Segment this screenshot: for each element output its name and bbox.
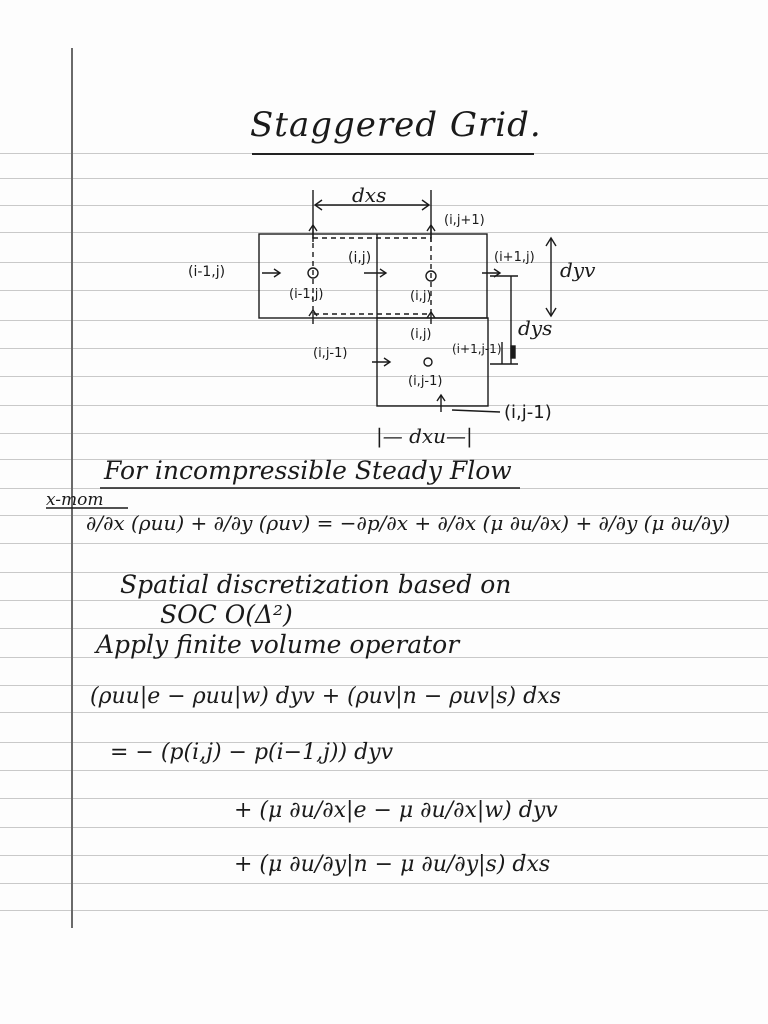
upper-cell-outline (258, 233, 488, 319)
xmom-label: x-mom (46, 490, 104, 510)
dyv-label: dyv (560, 258, 596, 282)
ruled-line (0, 742, 768, 743)
discrete-equation-3: + (μ ∂u/∂x|e − μ ∂u/∂x|w) dyv (234, 798, 558, 823)
soc-line: SOC O(Δ²) (160, 600, 293, 629)
ruled-line (0, 348, 768, 349)
ruled-line (0, 827, 768, 828)
discrete-equation-4: + (μ ∂u/∂y|n − μ ∂u/∂y|s) dxs (234, 852, 551, 877)
ruled-line (0, 770, 768, 771)
ruled-line (0, 798, 768, 799)
ruled-line (0, 600, 768, 601)
node-p-i-j (425, 270, 437, 282)
ruled-line (0, 433, 768, 434)
apply-line: Apply finite volume operator (96, 630, 460, 659)
dxs-label: dxs (352, 183, 387, 207)
u-control-volume (312, 237, 432, 315)
dxs-arrow-right (421, 199, 431, 211)
node-label-i-1-j-b: (i-1,j) (289, 287, 324, 302)
ruled-line (0, 262, 768, 263)
v-arrow-south-head (308, 308, 318, 317)
node-label-i-j-1-a: (i,j-1) (313, 346, 348, 361)
ruled-line (0, 628, 768, 629)
ruled-line (0, 712, 768, 713)
ruled-line (0, 290, 768, 291)
node-label-i-j+1: (i,j+1) (444, 213, 485, 228)
node-label-i-j-c: (i,j) (410, 327, 432, 342)
ruled-line (0, 572, 768, 573)
discrete-equation-2: = − (p(i,j) − p(i−1,j)) dyv (110, 740, 394, 765)
v-arrow-mid-head (426, 310, 436, 319)
u-arrow-west-head (273, 268, 282, 278)
ruled-line (0, 883, 768, 884)
ruled-line (0, 178, 768, 179)
node-label-i+1-j: (i+1,j) (494, 250, 535, 265)
node-label-i-1-j: (i-1,j) (188, 264, 226, 280)
dys-label: dys (518, 316, 553, 340)
ruled-line (0, 685, 768, 686)
title-underline (252, 153, 534, 155)
u-arrow-east-head (493, 268, 502, 278)
v-arrow-bottom-head (436, 393, 446, 402)
spatial-line: Spatial discretization based on (120, 570, 512, 599)
node-label-i-j-b: (i,j) (410, 289, 432, 304)
page-title: Staggered Grid. (250, 105, 542, 145)
u-marker-lower-east-fill (510, 345, 516, 359)
node-p-i-1-j (307, 267, 319, 279)
ruled-line (0, 232, 768, 233)
ruled-line (0, 855, 768, 856)
dyv-arrow-bottom (545, 307, 557, 318)
v-arrow-north-head (426, 223, 436, 232)
ruled-line (0, 910, 768, 911)
ruled-line (0, 515, 768, 516)
v-arrow-north-left-head (308, 223, 318, 232)
dxs-arrow-left (313, 199, 323, 211)
node-label-i-j-a: (i,j) (348, 250, 372, 266)
dxu-label: |— dxu—| (376, 424, 473, 448)
dyv-arrow-top (545, 236, 557, 247)
u-arrow-lower-west-head (383, 357, 392, 367)
ruled-line (0, 459, 768, 460)
node-p-i-j-1 (423, 357, 433, 367)
discrete-equation-1: (ρuu|e − ρuu|w) dyv + (ρuv|n − ρuv|s) dx… (90, 684, 561, 709)
momentum-equation: ∂/∂x (ρuu) + ∂/∂y (ρuv) = −∂p/∂x + ∂/∂x … (86, 511, 731, 535)
u-arrow-center-head (379, 268, 388, 278)
flow-heading: For incompressible Steady Flow (104, 456, 512, 485)
ruled-line (0, 543, 768, 544)
margin-line (71, 48, 73, 928)
leader-line-bottom (451, 409, 501, 413)
ruled-line (0, 657, 768, 658)
node-label-i-j-1-c: (i,j-1) (504, 402, 552, 423)
node-label-i-j-1-b: (i,j-1) (408, 374, 443, 389)
ruled-line (0, 376, 768, 377)
ruled-line (0, 320, 768, 321)
node-label-i+1-j-1: (i+1,j-1) (452, 342, 502, 356)
